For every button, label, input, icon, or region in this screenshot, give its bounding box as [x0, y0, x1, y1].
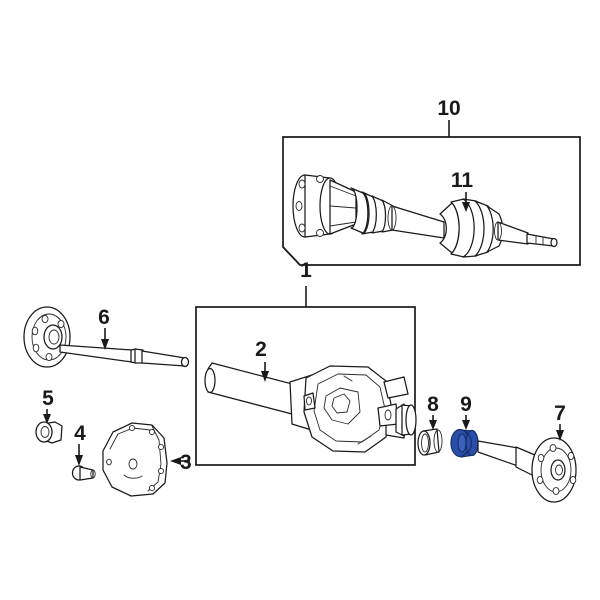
drive-axle-box[interactable] [282, 136, 581, 266]
callout-label-7[interactable]: 7 [554, 402, 566, 425]
callout-6-leader [101, 328, 109, 350]
callout-label-4[interactable]: 4 [74, 422, 86, 445]
callout-label-5[interactable]: 5 [42, 387, 54, 410]
callout-5-leader [43, 409, 51, 424]
callout-9-leader [462, 415, 470, 430]
part-2-axle-housing[interactable] [204, 362, 417, 453]
callout-label-9[interactable]: 9 [460, 393, 472, 416]
callout-label-8[interactable]: 8 [427, 393, 439, 416]
outer-cv-boot [439, 198, 504, 258]
part-6-axle-shaft[interactable] [23, 306, 190, 368]
callout-label-6[interactable]: 6 [98, 306, 110, 329]
callout-label-10[interactable]: 10 [437, 97, 460, 120]
callout-7-leader [556, 424, 564, 441]
part-5-vent-fitting[interactable] [35, 421, 63, 444]
callout-4-leader [75, 444, 83, 466]
callout-8-leader [429, 415, 437, 430]
callout-label-2[interactable]: 2 [255, 338, 267, 361]
part-8-axle-bearing[interactable] [417, 428, 443, 456]
callout-1-leader [282, 246, 307, 307]
part-9-axle-seal[interactable] [450, 428, 479, 458]
callout-3-leader [170, 457, 190, 465]
axle-housing-box[interactable] [195, 306, 416, 466]
callout-label-11[interactable]: 11 [451, 169, 474, 192]
callout-11-leader [462, 192, 470, 212]
callout-label-3[interactable]: 3 [180, 451, 192, 474]
callout-2-leader [261, 362, 269, 382]
part-4-cover-bolt[interactable] [71, 465, 96, 481]
part-7-axle-shaft[interactable] [477, 437, 577, 503]
part-3-differential-cover[interactable] [102, 422, 168, 497]
callout-label-1[interactable]: 1 [300, 259, 312, 282]
part-10-drive-axle[interactable] [292, 174, 558, 258]
